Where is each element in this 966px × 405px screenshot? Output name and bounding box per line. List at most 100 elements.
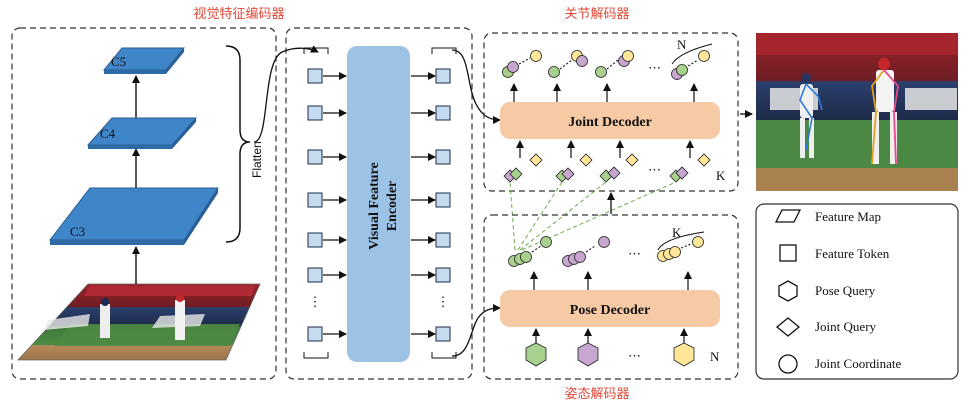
- pose-decoder-block: Pose Decoder: [500, 290, 720, 327]
- joint-query-ellipsis: ⋯: [648, 162, 661, 177]
- c5-label: C5: [111, 54, 126, 69]
- joint-coord-group-2: [548, 50, 588, 78]
- joint-query-group-3: [599, 153, 639, 183]
- feature-token: [435, 192, 451, 208]
- joint-coord-group-1: [502, 50, 542, 78]
- legend-item-pose-query: Pose Query: [778, 280, 876, 302]
- left-token-ellipsis: ⋮: [309, 294, 322, 309]
- legend-item-joint-query: Joint Query: [775, 317, 877, 337]
- pose-output-ellipsis: ⋯: [628, 246, 641, 261]
- arrow-tokens-to-joint-decoder: [451, 49, 501, 124]
- feature-token: [435, 232, 451, 248]
- feature-token: [307, 192, 323, 208]
- legend-label-joint-coordinate: Joint Coordinate: [815, 356, 902, 371]
- query-init-connectors: [509, 181, 677, 251]
- legend-item-joint-coordinate: Joint Coordinate: [778, 354, 902, 374]
- hexagon-icon: [778, 280, 798, 302]
- feature-token: [435, 267, 451, 283]
- circle-icon: [778, 354, 798, 374]
- feature-token: [307, 267, 323, 283]
- feature-token: [435, 149, 451, 165]
- flatten-label: Flatten: [250, 141, 264, 178]
- joint-query-group-2: [555, 153, 593, 183]
- pose-queries: [525, 342, 695, 367]
- feature-token: [307, 232, 323, 248]
- encoder-label-line2: Encoder: [385, 181, 400, 232]
- right-token-column: [435, 68, 451, 342]
- pose-query-green: [525, 342, 547, 367]
- backbone-panel: [11, 27, 277, 380]
- joint-output-ellipsis: ⋯: [648, 60, 661, 75]
- joint-decoder-section-title: 关节解码器: [564, 7, 629, 22]
- joint-decoder-output-arrows: [510, 83, 698, 102]
- right-token-bracket-top: [431, 47, 457, 54]
- feature-token: [435, 105, 451, 121]
- square-icon: [779, 244, 797, 262]
- right-token-ellipsis: ⋮: [437, 294, 450, 309]
- visual-feature-encoder: Visual Feature Encoder: [347, 46, 410, 362]
- pose-query-purple: [577, 342, 599, 367]
- pose-coord-group-2: [562, 236, 610, 267]
- arrow-tokens-to-pose-decoder: [451, 304, 501, 357]
- legend: Feature Map Feature Token Pose Query Joi…: [774, 209, 902, 374]
- feature-token: [435, 326, 451, 342]
- joint-decoder-label: Joint Decoder: [568, 115, 652, 130]
- encoder-panel: [285, 27, 473, 380]
- encoder-label-line1: Visual Feature: [367, 162, 382, 250]
- joint-queries: [503, 153, 711, 183]
- pose-coord-group-1: [508, 236, 552, 267]
- joint-n-bracket: [671, 43, 713, 65]
- feature-token: [307, 149, 323, 165]
- feature-map-c3: C3: [48, 187, 219, 245]
- joint-k-label: K: [716, 168, 726, 183]
- pose-decoder-output-arrows: [530, 271, 692, 290]
- legend-label-joint-query: Joint Query: [815, 319, 877, 334]
- encoder-section-title: 视觉特征编码器: [193, 7, 284, 22]
- pose-k-bracket: [657, 231, 705, 251]
- parallelogram-icon: [774, 209, 802, 223]
- left-token-column: [307, 68, 323, 342]
- encoder-to-token-arrows: [411, 72, 436, 338]
- legend-label-pose-query: Pose Query: [815, 283, 876, 298]
- legend-item-feature-token: Feature Token: [779, 244, 890, 262]
- pose-decoder-panel: [483, 214, 739, 380]
- feature-token: [307, 105, 323, 121]
- joint-decoder-block: Joint Decoder: [500, 102, 720, 139]
- pose-k-label: K: [672, 225, 682, 240]
- left-token-bracket-bottom: [303, 352, 329, 359]
- legend-item-feature-map: Feature Map: [774, 209, 881, 224]
- feature-map-c5: C5: [102, 47, 186, 74]
- joint-query-group-1: [503, 153, 543, 183]
- joint-coord-group-n: [671, 50, 710, 80]
- pose-output-coordinates: [508, 236, 704, 267]
- pose-query-yellow: [673, 342, 695, 367]
- player-left: [799, 73, 823, 158]
- joint-query-input-arrows: [516, 140, 694, 158]
- pose-decoder-section-title: 姿态解码器: [564, 386, 629, 402]
- joint-n-label: N: [677, 37, 687, 52]
- legend-label-feature-token: Feature Token: [815, 246, 890, 261]
- legend-label-feature-map: Feature Map: [815, 209, 881, 224]
- feature-token: [435, 68, 451, 84]
- output-image: [756, 33, 958, 191]
- diamond-icon: [775, 317, 801, 337]
- joint-coord-group-3: [595, 50, 634, 78]
- pose-decoder-label: Pose Decoder: [570, 303, 650, 318]
- input-image: [17, 283, 261, 361]
- feature-token: [307, 68, 323, 84]
- joint-decoder-panel: [483, 32, 739, 192]
- c3-label: C3: [70, 224, 85, 239]
- player-right: [871, 58, 899, 165]
- left-token-bracket-top: [303, 47, 329, 54]
- flatten-brace: [225, 45, 251, 243]
- joint-output-coordinates: [502, 50, 710, 80]
- legend-panel: [755, 203, 959, 380]
- token-to-encoder-arrows: [323, 72, 347, 338]
- right-token-bracket-bottom: [431, 352, 457, 359]
- feature-map-c4: C4: [86, 117, 198, 149]
- arrow-flatten-to-tokens: [253, 45, 319, 143]
- pose-coord-group-n: [657, 236, 704, 262]
- feature-token: [307, 326, 323, 342]
- pose-query-input-arrows: [532, 328, 688, 344]
